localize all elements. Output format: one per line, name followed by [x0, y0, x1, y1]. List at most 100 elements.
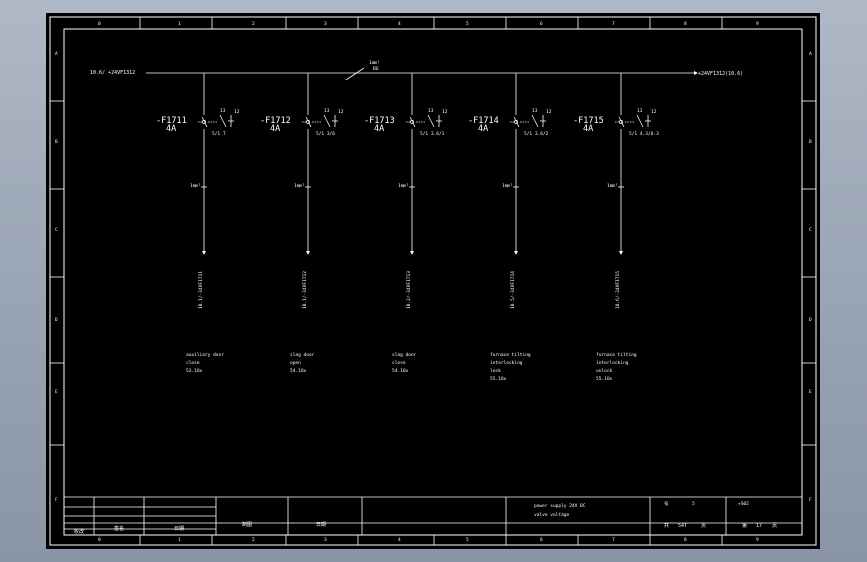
circuit-ref: 54.1Ox	[392, 368, 409, 374]
circuit-ref: 54.1Ox	[290, 368, 307, 374]
title-block: 校改 签名 日期 制图 日期 power supply 24V DC valve…	[64, 496, 803, 535]
bus-left-label: 10.6/ +24VF1312	[90, 70, 135, 76]
zone-row-label: B	[55, 139, 58, 145]
zone-col-label: 6	[540, 21, 543, 27]
wire-arrow-icon	[202, 251, 206, 255]
wire-label: 10.2/-24VF1713	[406, 271, 412, 309]
tb-total-suffix: 页	[701, 523, 706, 529]
breaker-tag: -F1715	[573, 116, 604, 126]
circuit-description-line: unlock	[596, 368, 613, 374]
zone-row-label: D	[809, 317, 812, 323]
zone-col-label: 9	[756, 537, 759, 543]
zone-col-label: 5	[466, 537, 469, 543]
breaker-contact	[618, 116, 625, 128]
breaker-rating: 4A	[166, 124, 176, 134]
tb-part: +S02	[738, 501, 749, 507]
breaker-rating: 4A	[583, 124, 593, 134]
zone-col-label: 1	[178, 21, 181, 27]
breaker-contact	[305, 116, 312, 128]
zone-row-label: A	[809, 51, 812, 57]
bus-cross-mark	[345, 67, 365, 81]
zone-col-label: 0	[98, 21, 101, 27]
inner-frame	[63, 28, 803, 536]
aux-contact-no	[531, 114, 539, 128]
breaker-contact	[409, 116, 416, 128]
wire-size-label: 1mm²	[294, 183, 305, 189]
tb-date: 日期	[174, 526, 184, 532]
aux-terminal-nc: 12	[651, 109, 657, 115]
zone-col-label: 6	[540, 537, 543, 543]
aux-terminal-nc: 12	[234, 109, 240, 115]
zone-col-label: 0	[98, 537, 101, 543]
breaker-rating: 4A	[270, 124, 280, 134]
breaker-trip-icon	[619, 120, 623, 124]
aux-contact-no	[636, 114, 644, 128]
bus-cross-label-top: 1mm²	[369, 60, 380, 66]
aux-terminal-top: 13	[637, 108, 643, 114]
zone-row-label: F	[55, 497, 58, 503]
zone-col-label: 8	[684, 21, 687, 27]
wire-label: 10.6/-24VF1715	[615, 271, 621, 309]
breaker-rating: 4A	[374, 124, 384, 134]
circuit-description-line: auxiliary door	[186, 352, 224, 358]
breaker-rating: 4A	[478, 124, 488, 134]
circuit-description-line: lock	[490, 368, 501, 374]
zone-col-label: 2	[252, 537, 255, 543]
aux-terminal-nc: 12	[546, 109, 552, 115]
zone-col-label: 3	[324, 537, 327, 543]
zone-row-label: E	[55, 389, 58, 395]
tb-proofread: 校改	[74, 528, 84, 535]
zone-col-label: 4	[398, 537, 401, 543]
circuit-description-line: furnace tilting	[490, 352, 531, 358]
tb-title-line1: power supply 24V DC	[534, 503, 586, 509]
breaker-trip-icon	[514, 120, 518, 124]
tb-drawing-no-value: 5	[692, 501, 695, 507]
aux-terminal-ref: 5/1 3.6/2	[524, 131, 549, 137]
zone-row-label: C	[55, 227, 58, 233]
circuit-description-line: furnace tilting	[596, 352, 637, 358]
circuit-ref: 53.1Ox	[186, 368, 203, 374]
zone-col-label: 5	[466, 21, 469, 27]
bus-arrow-icon	[694, 71, 698, 75]
tb-title-line2: valve voltage	[534, 512, 570, 518]
aux-terminal-ref: 5/1 T	[212, 131, 226, 137]
tb-total-pages: 54T	[678, 523, 687, 529]
zone-col-label: 2	[252, 21, 255, 27]
breaker-tag: -F1714	[468, 116, 499, 126]
tb-page-suffix: 页	[772, 523, 777, 529]
wire-size-label: 1mm²	[190, 183, 201, 189]
wire-size-label: 1mm²	[607, 183, 618, 189]
wire-label: 10.5/-24VF1714	[510, 271, 516, 309]
zone-ticks	[50, 17, 816, 545]
tb-total-prefix: 共	[664, 522, 669, 529]
aux-terminal-top: 13	[532, 108, 538, 114]
tb-date2: 日期	[316, 522, 326, 528]
breaker-contact	[513, 116, 520, 128]
circuit-description-line: close	[186, 360, 200, 366]
zone-col-label: 9	[756, 21, 759, 27]
zone-col-label: 7	[612, 537, 615, 543]
tb-page-prefix: 第	[742, 522, 747, 529]
aux-terminal-ref: 5/1 3.6/1	[420, 131, 445, 137]
wire-size-label: 1mm²	[398, 183, 409, 189]
zone-row-label: E	[809, 389, 812, 395]
zone-col-label: 4	[398, 21, 401, 27]
circuit-description-line: slag door	[290, 352, 315, 358]
wire-label: 10.1/-24VF1712	[302, 271, 308, 309]
circuit-ref: 55.1Ox	[490, 376, 507, 382]
aux-contact-no	[323, 114, 331, 128]
zone-row-label: A	[55, 51, 58, 57]
circuit-description-line: open	[290, 361, 301, 366]
wire-arrow-icon	[306, 251, 310, 255]
outer-frame	[49, 16, 817, 546]
zone-row-label: D	[55, 317, 58, 323]
supply-bus: 10.6/ +24VF1312 +24VF1312(10.6) 1mm² BU	[90, 60, 743, 81]
zone-col-label: 7	[612, 21, 615, 27]
tb-drawing-no: 号	[664, 501, 669, 507]
aux-contact-no	[427, 114, 435, 128]
